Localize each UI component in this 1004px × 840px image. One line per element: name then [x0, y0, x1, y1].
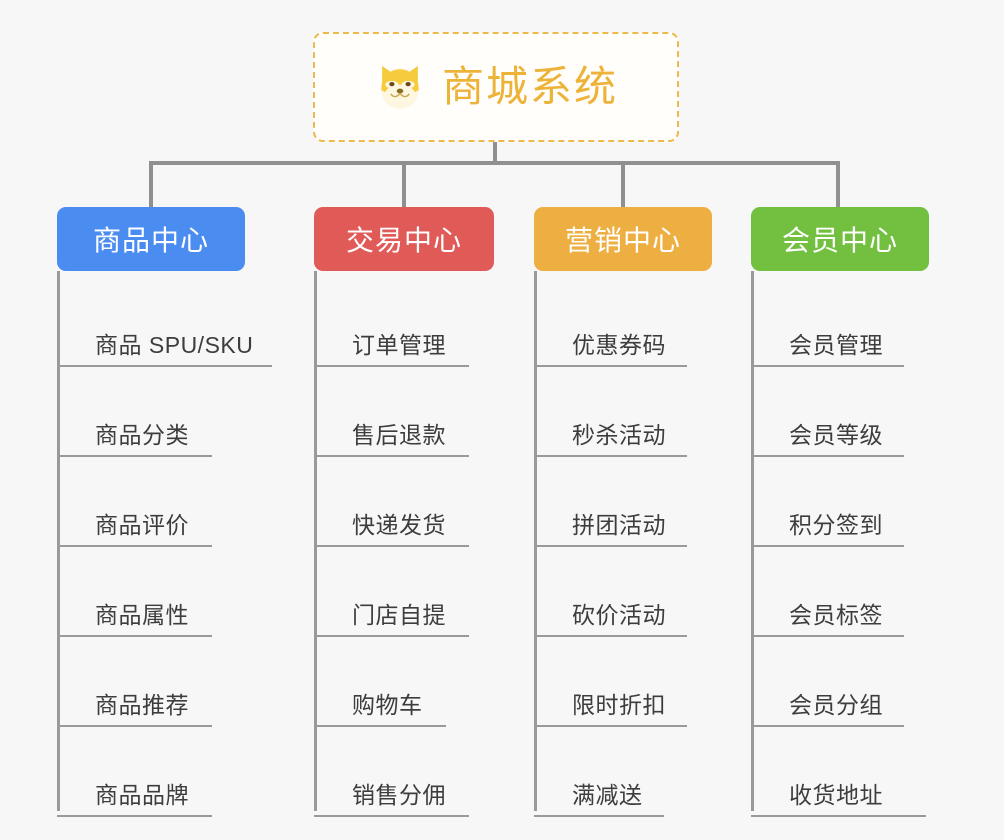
leaf-label: 购物车 — [352, 692, 423, 718]
leaf-item[interactable]: 砍价活动 — [534, 547, 734, 637]
leaf-item[interactable]: 满减送 — [534, 727, 734, 817]
leaf-item[interactable]: 门店自提 — [314, 547, 514, 637]
branch-column-trade: 交易中心 订单管理 售后退款 快递发货 门店自提 购物车 — [314, 207, 514, 817]
leaf-underline — [314, 455, 469, 457]
leaf-item[interactable]: 秒杀活动 — [534, 367, 734, 457]
connector-drop-branch-3 — [621, 161, 625, 209]
leaf-underline — [57, 365, 272, 367]
leaf-underline — [534, 455, 687, 457]
branch-column-member: 会员中心 会员管理 会员等级 积分签到 会员标签 会员分组 — [751, 207, 951, 817]
leaf-underline — [534, 725, 687, 727]
leaf-underline — [751, 455, 904, 457]
leaf-item[interactable]: 商品分类 — [57, 367, 277, 457]
leaf-label: 快递发货 — [352, 512, 446, 538]
leaf-underline — [534, 635, 687, 637]
leaf-underline — [314, 365, 469, 367]
root-node[interactable]: 商城系统 — [313, 32, 679, 142]
leaf-label: 会员分组 — [789, 692, 883, 718]
leaf-item[interactable]: 优惠券码 — [534, 277, 734, 367]
leaf-trunk-line — [314, 271, 317, 811]
connector-horizontal-bar — [149, 161, 840, 165]
leaf-list-member: 会员管理 会员等级 积分签到 会员标签 会员分组 收货地址 — [751, 271, 951, 817]
leaf-label: 门店自提 — [352, 602, 446, 628]
leaf-trunk-line — [57, 271, 60, 811]
leaf-underline — [534, 365, 687, 367]
leaf-list-product: 商品 SPU/SKU 商品分类 商品评价 商品属性 商品推荐 商品品牌 — [57, 271, 277, 817]
leaf-label: 限时折扣 — [572, 692, 666, 718]
shiba-dog-face-icon — [374, 61, 426, 113]
leaf-label: 砍价活动 — [572, 602, 666, 628]
leaf-item[interactable]: 商品属性 — [57, 547, 277, 637]
leaf-item[interactable]: 积分签到 — [751, 457, 951, 547]
leaf-list-marketing: 优惠券码 秒杀活动 拼团活动 砍价活动 限时折扣 满减送 — [534, 271, 734, 817]
connector-stem — [493, 142, 497, 164]
leaf-item[interactable]: 商品品牌 — [57, 727, 277, 817]
branch-header-product[interactable]: 商品中心 — [57, 207, 245, 271]
leaf-label: 会员等级 — [789, 422, 883, 448]
leaf-underline — [57, 545, 212, 547]
leaf-underline — [751, 815, 926, 817]
leaf-item[interactable]: 购物车 — [314, 637, 514, 727]
leaf-label: 满减送 — [572, 782, 643, 808]
leaf-underline — [751, 365, 904, 367]
leaf-item[interactable]: 快递发货 — [314, 457, 514, 547]
leaf-underline — [751, 545, 904, 547]
leaf-item[interactable]: 商品 SPU/SKU — [57, 277, 277, 367]
leaf-label: 销售分佣 — [352, 782, 446, 808]
branch-header-marketing[interactable]: 营销中心 — [534, 207, 712, 271]
leaf-item[interactable]: 售后退款 — [314, 367, 514, 457]
connector-drop-branch-2 — [402, 161, 406, 209]
leaf-label: 订单管理 — [352, 332, 446, 358]
branch-column-product: 商品中心 商品 SPU/SKU 商品分类 商品评价 商品属性 商品推荐 — [57, 207, 277, 817]
connector-drop-branch-1 — [149, 161, 153, 209]
leaf-underline — [57, 725, 212, 727]
leaf-item[interactable]: 限时折扣 — [534, 637, 734, 727]
leaf-trunk-line — [751, 271, 754, 811]
leaf-label: 秒杀活动 — [572, 422, 666, 448]
leaf-label: 商品分类 — [95, 422, 189, 448]
leaf-underline — [57, 635, 212, 637]
branch-header-member[interactable]: 会员中心 — [751, 207, 929, 271]
leaf-item[interactable]: 商品评价 — [57, 457, 277, 547]
leaf-underline — [314, 635, 469, 637]
branch-header-trade[interactable]: 交易中心 — [314, 207, 494, 271]
connector-drop-branch-4 — [836, 161, 840, 209]
root-title: 商城系统 — [441, 63, 618, 110]
leaf-underline — [534, 545, 687, 547]
leaf-underline — [57, 815, 212, 817]
leaf-label: 商品属性 — [95, 602, 189, 628]
leaf-item[interactable]: 会员等级 — [751, 367, 951, 457]
leaf-label: 商品 SPU/SKU — [95, 332, 254, 358]
leaf-label: 商品推荐 — [95, 692, 189, 718]
leaf-underline — [314, 815, 469, 817]
leaf-item[interactable]: 商品推荐 — [57, 637, 277, 727]
leaf-item[interactable]: 收货地址 — [751, 727, 951, 817]
leaf-underline — [534, 815, 664, 817]
branch-column-marketing: 营销中心 优惠券码 秒杀活动 拼团活动 砍价活动 限时折扣 — [534, 207, 734, 817]
leaf-underline — [57, 455, 212, 457]
leaf-trunk-line — [534, 271, 537, 811]
leaf-item[interactable]: 会员标签 — [751, 547, 951, 637]
leaf-label: 会员管理 — [789, 332, 883, 358]
leaf-label: 会员标签 — [789, 602, 883, 628]
leaf-label: 收货地址 — [789, 782, 883, 808]
leaf-item[interactable]: 销售分佣 — [314, 727, 514, 817]
leaf-underline — [314, 545, 469, 547]
leaf-label: 商品品牌 — [95, 782, 189, 808]
leaf-label: 商品评价 — [95, 512, 189, 538]
leaf-underline — [314, 725, 446, 727]
leaf-item[interactable]: 拼团活动 — [534, 457, 734, 547]
leaf-underline — [751, 725, 904, 727]
leaf-label: 积分签到 — [789, 512, 883, 538]
leaf-item[interactable]: 会员管理 — [751, 277, 951, 367]
leaf-label: 售后退款 — [352, 422, 446, 448]
leaf-underline — [751, 635, 904, 637]
leaf-item[interactable]: 会员分组 — [751, 637, 951, 727]
leaf-label: 优惠券码 — [572, 332, 666, 358]
leaf-list-trade: 订单管理 售后退款 快递发货 门店自提 购物车 销售分佣 — [314, 271, 514, 817]
leaf-label: 拼团活动 — [572, 512, 666, 538]
leaf-item[interactable]: 订单管理 — [314, 277, 514, 367]
